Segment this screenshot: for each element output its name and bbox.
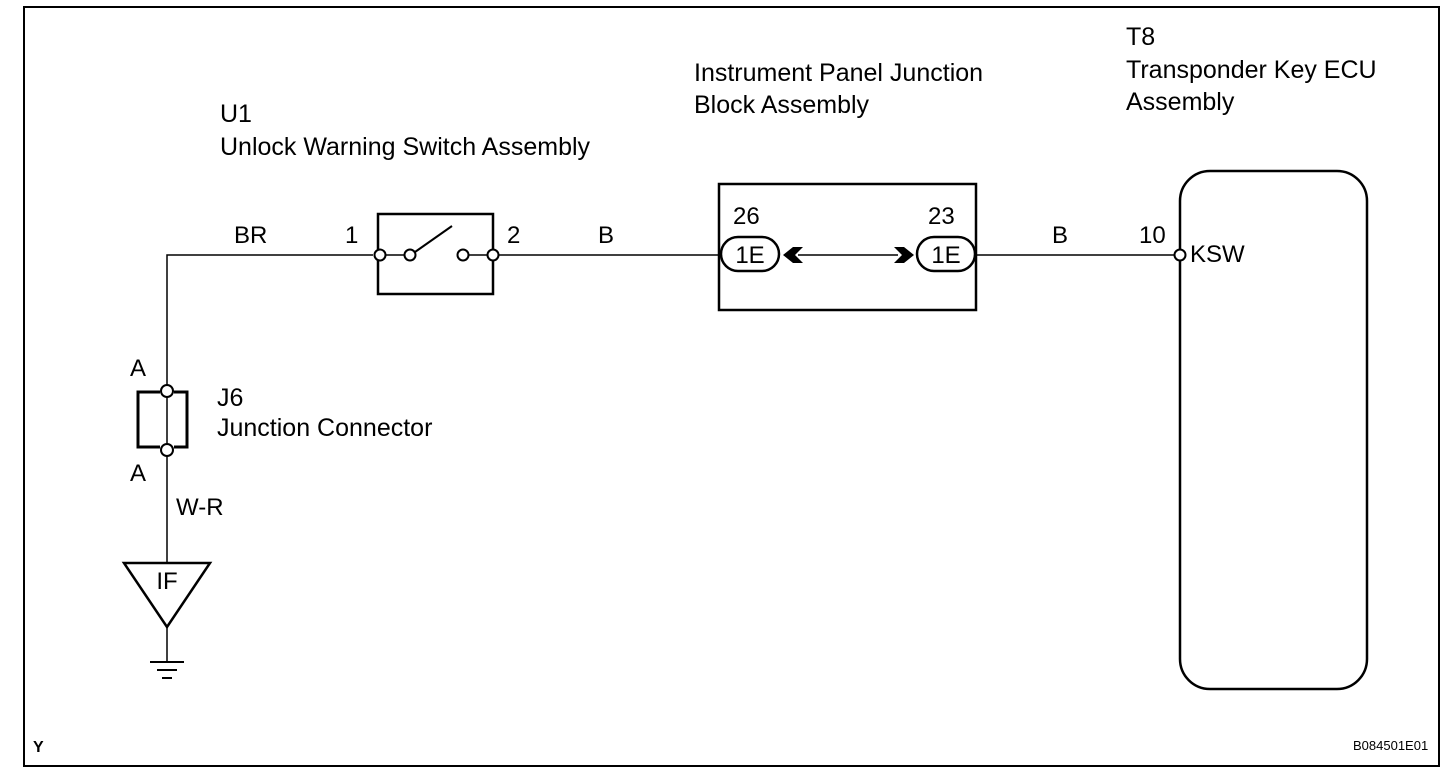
junction-block-left-connector — [719, 235, 781, 273]
j6-terminal-bottom — [160, 443, 174, 457]
wire-b-right-label: B — [1052, 222, 1068, 249]
j6-connector-bracket-right — [174, 390, 189, 449]
j6-name: Junction Connector — [217, 414, 432, 442]
u1-name: Unlock Warning Switch Assembly — [220, 133, 591, 161]
region-code: Y — [33, 739, 44, 756]
t8-name-line1: Transponder Key ECU — [1126, 56, 1377, 84]
j6-connector-bracket-left — [136, 390, 160, 449]
ground-point-triangle — [121, 561, 213, 630]
junction-block-name-line1: Instrument Panel Junction — [694, 59, 983, 87]
u1-contact-fixed — [403, 248, 417, 262]
t8-pin-label: 10 — [1139, 222, 1166, 249]
wire-wr-label: W-R — [176, 494, 224, 521]
wire-br-label: BR — [234, 222, 267, 249]
t8-terminal-10 — [1173, 248, 1187, 262]
figure-id: B084501E01 — [1353, 738, 1428, 753]
junction-block-left-arrow-icon — [783, 247, 803, 263]
u1-pin1-label: 1 — [345, 222, 358, 249]
u1-code: U1 — [220, 100, 252, 128]
ground-symbol-icon — [150, 661, 184, 679]
t8-name-line2: Assembly — [1126, 88, 1235, 116]
wire-b-left-label: B — [598, 222, 614, 249]
u1-pin2-label: 2 — [507, 222, 520, 249]
u1-terminal-2 — [486, 248, 500, 262]
junction-block-right-connector-label: 1E — [931, 242, 960, 269]
junction-block-right-arrow-icon — [894, 247, 914, 263]
j6-top-pin-label: A — [130, 355, 146, 382]
junction-block-left-pin: 26 — [733, 203, 760, 230]
t8-code: T8 — [1126, 23, 1155, 51]
junction-block-right-pin: 23 — [928, 203, 955, 230]
ground-point-label: IF — [156, 568, 177, 595]
j6-bottom-pin-label: A — [130, 460, 146, 487]
t8-ecu-body — [1178, 169, 1369, 691]
junction-block-left-connector-label: 1E — [735, 242, 764, 269]
u1-switch-blade — [414, 225, 453, 253]
u1-contact-open — [456, 248, 470, 262]
j6-code: J6 — [217, 384, 243, 412]
junction-block-right-connector — [915, 235, 977, 273]
u1-terminal-1 — [373, 248, 387, 262]
diagram-frame — [23, 6, 1440, 767]
wire-br — [166, 254, 373, 386]
junction-block-name-line2: Block Assembly — [694, 91, 870, 119]
u1-switch-body — [376, 212, 495, 296]
t8-terminal-name: KSW — [1190, 241, 1245, 268]
j6-terminal-top — [160, 384, 174, 398]
